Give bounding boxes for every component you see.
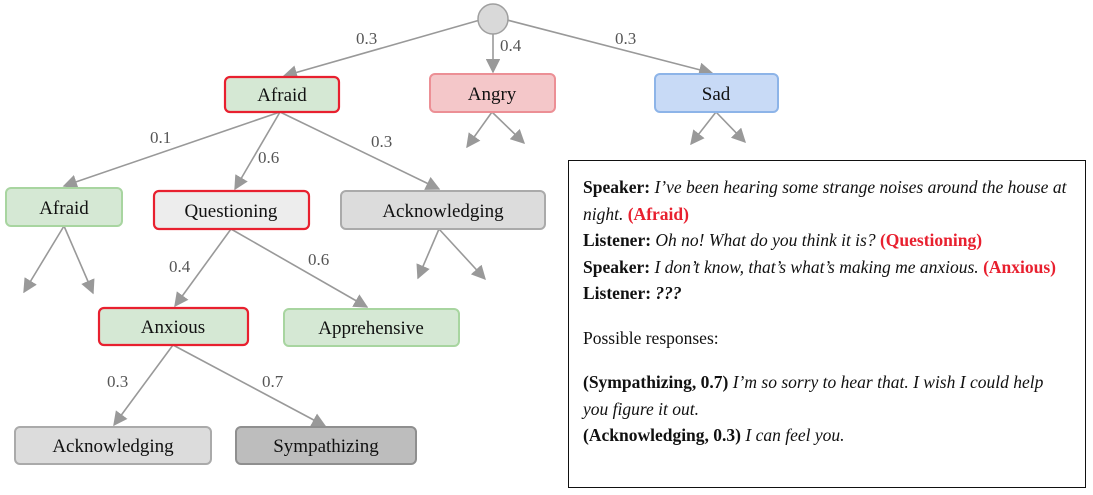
edge-questioning-anxious xyxy=(174,228,232,308)
edge-afraidleft-stub-left xyxy=(23,225,65,294)
response-text: I can feel you. xyxy=(745,425,845,445)
utterance-text: I’ve been hearing some strange noises ar… xyxy=(583,177,1067,224)
emotion-tag: (Questioning) xyxy=(879,230,983,250)
dialog-turn-1: Speaker: I’ve been hearing some strange … xyxy=(583,174,1071,227)
node-sympathizing: Sympathizing xyxy=(235,426,417,465)
response-tag: (Acknowledging, 0.3) xyxy=(583,425,741,445)
node-questioning: Questioning xyxy=(152,189,311,231)
response-1: (Sympathizing, 0.7) I’m so sorry to hear… xyxy=(583,369,1071,422)
dialog-turn-4: Listener: ??? xyxy=(583,280,1071,307)
edge-afraid-acknowledging xyxy=(279,111,441,190)
utterance-text: Oh no! What do you think it is? xyxy=(655,230,876,250)
edge-anxious-sympathizing xyxy=(172,344,327,427)
possible-responses-label: Possible responses: xyxy=(583,327,719,348)
edge-label-questioning-anxious: 0.4 xyxy=(169,257,191,276)
utterance-text: I don’t know, that’s what’s making me an… xyxy=(654,256,979,277)
edge-questioning-apprehensive xyxy=(230,228,369,308)
edge-label-root-afraid: 0.3 xyxy=(356,29,377,48)
edge-root-sad xyxy=(506,19,714,77)
node-acknowledging-mid: Acknowledging xyxy=(340,190,546,230)
edge-acknowledging-stub-right xyxy=(438,228,486,281)
edge-acknowledging-stub-left xyxy=(416,228,440,280)
node-acknowledging-bottom: Acknowledging xyxy=(14,426,212,465)
node-sad-label: Sad xyxy=(702,84,731,105)
edge-label-anxious-acknowledging: 0.3 xyxy=(107,372,128,391)
edge-afraid-afraid xyxy=(62,111,281,189)
speaker-label: Speaker: xyxy=(583,177,651,197)
root-node xyxy=(477,3,509,35)
edge-angry-stub-left xyxy=(466,111,493,149)
node-sad: Sad xyxy=(654,73,779,113)
node-angry-label: Angry xyxy=(468,84,517,105)
edge-label-afraid-questioning: 0.6 xyxy=(258,148,279,167)
node-anxious-label: Anxious xyxy=(141,317,205,338)
emotion-tag: (Anxious) xyxy=(983,256,1056,277)
utterance-text: ??? xyxy=(655,283,682,303)
edge-angry-stub-right xyxy=(491,111,526,145)
node-acknowledging-mid-label: Acknowledging xyxy=(382,201,504,222)
edge-anxious-acknowledging xyxy=(113,344,174,427)
dialog-turn-2: Listener: Oh no! What do you think it is… xyxy=(583,227,1071,254)
edge-label-questioning-apprehensive: 0.6 xyxy=(308,250,329,269)
node-afraid-top-label: Afraid xyxy=(257,85,307,106)
node-apprehensive-label: Apprehensive xyxy=(318,318,424,339)
node-acknowledging-bottom-label: Acknowledging xyxy=(52,436,174,457)
edge-label-afraid-afraid: 0.1 xyxy=(150,128,171,147)
speaker-label: Speaker: xyxy=(583,256,651,277)
edge-root-afraid xyxy=(282,19,481,80)
edge-afraid-questioning xyxy=(234,111,281,191)
response-text: I’m so sorry to hear that. I wish I coul… xyxy=(583,372,1044,419)
node-anxious: Anxious xyxy=(97,306,250,347)
edge-label-afraid-acknowledging: 0.3 xyxy=(371,132,392,151)
edge-sad-stub-left xyxy=(690,111,717,146)
edge-label-anxious-sympathizing: 0.7 xyxy=(262,372,284,391)
listener-label: Listener: xyxy=(583,230,652,250)
dialog-panel: Speaker: I’ve been hearing some strange … xyxy=(568,160,1086,488)
node-afraid-left-label: Afraid xyxy=(39,198,89,219)
response-tag: (Sympathizing, 0.7) xyxy=(583,372,729,392)
node-questioning-label: Questioning xyxy=(185,201,278,222)
node-afraid-left: Afraid xyxy=(5,187,123,227)
node-angry: Angry xyxy=(429,73,556,113)
edge-afraidleft-stub-right xyxy=(63,225,95,295)
emotion-tag: (Afraid) xyxy=(627,203,689,224)
listener-label: Listener: xyxy=(583,283,652,303)
node-afraid-top: Afraid xyxy=(223,75,341,114)
edge-sad-stub-right xyxy=(715,111,747,144)
edge-label-root-sad: 0.3 xyxy=(615,29,636,48)
response-2: (Acknowledging, 0.3) I can feel you. xyxy=(583,422,1071,449)
edge-label-root-angry: 0.4 xyxy=(500,36,522,55)
node-apprehensive: Apprehensive xyxy=(283,308,460,347)
dialog-turn-3: Speaker: I don’t know, that’s what’s mak… xyxy=(583,254,1071,281)
node-sympathizing-label: Sympathizing xyxy=(273,436,379,457)
